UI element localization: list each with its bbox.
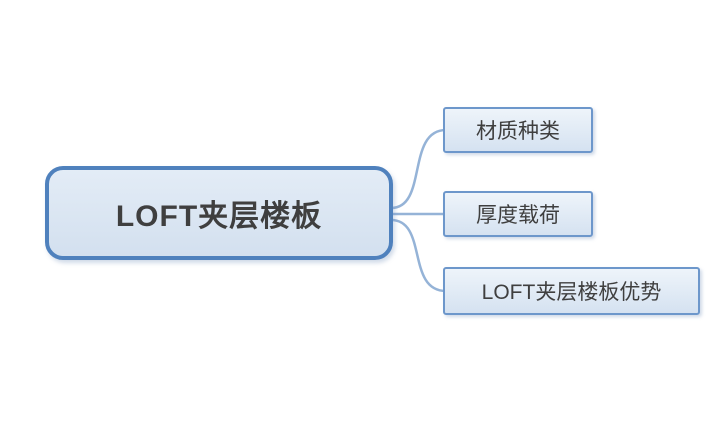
child-node-material-types[interactable]: 材质种类	[443, 107, 593, 153]
child-node-thickness-load[interactable]: 厚度载荷	[443, 191, 593, 237]
root-node[interactable]: LOFT夹层楼板	[45, 166, 393, 260]
child-node-label: 材质种类	[476, 120, 560, 143]
root-node-label: LOFT夹层楼板	[115, 200, 323, 233]
child-node-label: LOFT夹层楼板优势	[481, 281, 662, 304]
connector-root-to-child-3	[389, 218, 448, 293]
child-node-label: 厚度载荷	[476, 204, 560, 227]
connector-root-to-child-1	[389, 128, 448, 210]
child-node-loft-advantages[interactable]: LOFT夹层楼板优势	[443, 267, 700, 315]
